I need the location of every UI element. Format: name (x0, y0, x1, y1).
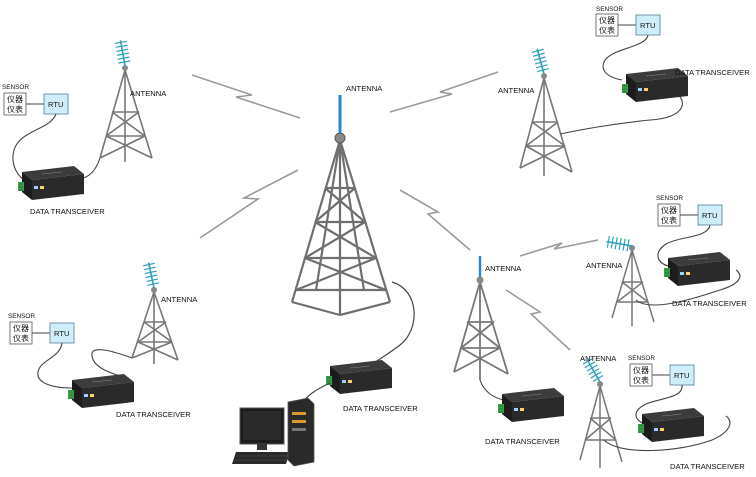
antenna-label-center-right: ANTENNA (485, 264, 522, 273)
tower-bottom-left (131, 291, 179, 364)
yagi-antenna-icon (141, 260, 161, 291)
instrument-line1-bottom-left: 仪器 (13, 324, 29, 333)
main-antenna-label: ANTENNA (346, 84, 383, 93)
tower-bottom-right-cap-icon (597, 381, 603, 387)
tower-bottom-right (579, 385, 623, 468)
transceiver-label-right: DATA TRANSCEIVER (672, 299, 747, 308)
transceiver-right (663, 251, 731, 287)
transceiver-top-left (17, 165, 85, 201)
tower-top-right-cap-icon (541, 73, 547, 79)
wireless-link-top-right (389, 71, 499, 113)
transceiver-label-center-right: DATA TRANSCEIVER (485, 437, 560, 446)
rtu-label-bottom-left: RTU (54, 329, 69, 338)
transceiver-label-bottom-left: DATA TRANSCEIVER (116, 410, 191, 419)
rtu-label-right: RTU (702, 211, 717, 220)
transceiver-label-bottom-right: DATA TRANSCEIVER (670, 462, 745, 471)
center-transceiver-label: DATA TRANSCEIVER (343, 404, 418, 413)
yagi-antenna-icon (113, 38, 132, 68)
transceiver-label-top-right: DATA TRANSCEIVER (675, 68, 750, 77)
wireless-link-left (199, 169, 299, 239)
transceiver-bottom-left (67, 373, 135, 409)
tower-top-left (99, 69, 153, 162)
wireless-link-top-left (191, 74, 301, 119)
tower-right (611, 249, 655, 326)
transceiver-center-right (497, 387, 565, 423)
rtu-label-top-left: RTU (48, 100, 63, 109)
sensor-label-top-left: SENSOR (2, 84, 29, 91)
wireless-link-center-right (399, 189, 471, 251)
tower-top-left-cap-icon (122, 65, 128, 71)
tower-center-right (453, 281, 509, 380)
rtu-label-bottom-right: RTU (674, 371, 689, 380)
rtu-label-top-right: RTU (640, 21, 655, 30)
antenna-label-bottom-left: ANTENNA (161, 295, 198, 304)
wireless-link-right (519, 239, 599, 257)
instrument-line1-bottom-right: 仪器 (633, 366, 649, 375)
antenna-label-bottom-right: ANTENNA (580, 354, 617, 363)
sensor-label-bottom-left: SENSOR (8, 313, 35, 320)
tower-center-right-cap-icon (476, 276, 484, 284)
sensor-label-bottom-right: SENSOR (628, 355, 655, 362)
antenna-label-top-left: ANTENNA (130, 89, 167, 98)
instrument-line2-top-right: 仪表 (599, 25, 615, 35)
yagi-antenna-icon (530, 46, 551, 77)
instrument-line1-top-left: 仪器 (7, 95, 23, 104)
transceiver-bottom-right (637, 407, 705, 443)
center-transceiver (325, 359, 393, 395)
tower-bottom-left-cap-icon (151, 287, 157, 293)
sensor-label-right: SENSOR (656, 195, 683, 202)
tower-top-right (519, 77, 573, 176)
instrument-line1-top-right: 仪器 (599, 16, 615, 25)
computer-icon (232, 397, 315, 467)
instrument-line2-bottom-right: 仪表 (633, 375, 649, 385)
transceiver-label-top-left: DATA TRANSCEIVER (30, 207, 105, 216)
yagi-antenna-icon (604, 234, 634, 253)
sensor-label-top-right: SENSOR (596, 6, 623, 13)
instrument-line2-right: 仪表 (661, 215, 677, 225)
instrument-line2-top-left: 仪表 (7, 104, 23, 114)
instrument-line2-bottom-left: 仪表 (13, 333, 29, 343)
instrument-line1-right: 仪器 (661, 206, 677, 215)
antenna-label-right: ANTENNA (586, 261, 623, 270)
antenna-label-top-right: ANTENNA (498, 86, 535, 95)
main-tower-top-icon (334, 132, 346, 144)
wireless-link-bottom-right (505, 289, 571, 351)
main-antenna-tower (290, 139, 392, 317)
